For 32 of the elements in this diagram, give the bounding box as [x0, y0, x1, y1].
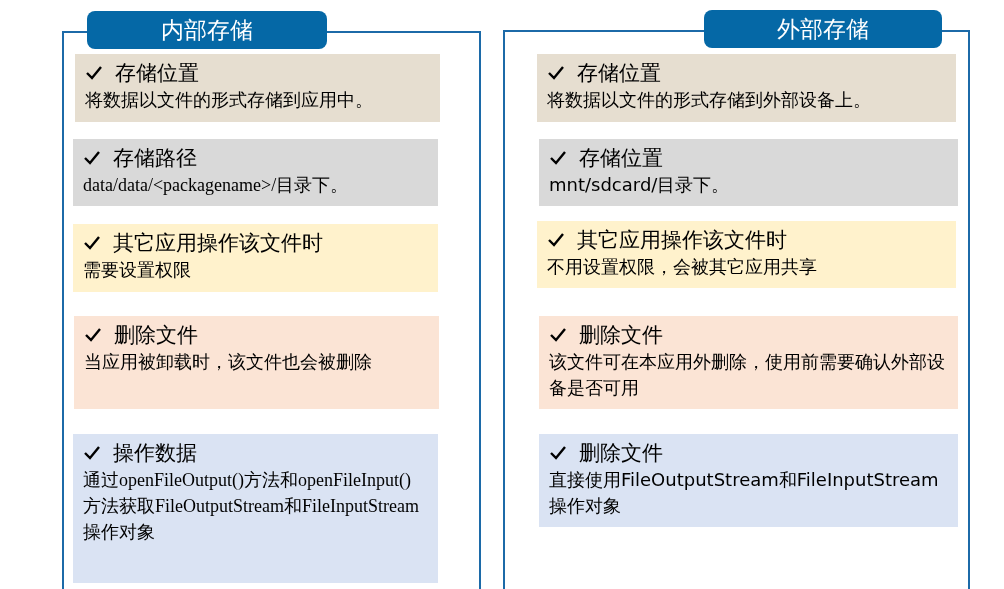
info-card	[73, 224, 438, 292]
card-heading: 其它应用操作该文件时	[113, 230, 323, 257]
card-text: 将数据以文件的形式存储到外部设备上。	[547, 88, 872, 112]
info-card	[537, 54, 956, 122]
card-text: 直接使用FileOutputStream和FileInputStream操作对象	[549, 468, 940, 518]
info-card	[75, 54, 440, 122]
card-text: 不用设置权限，会被其它应用共享	[547, 255, 818, 279]
card-heading: 存储位置	[577, 60, 661, 87]
card-heading: 删除文件	[579, 322, 663, 349]
card-text: mnt/sdcard/目录下。	[549, 173, 731, 197]
card-heading: 存储位置	[115, 60, 199, 87]
card-heading: 其它应用操作该文件时	[577, 227, 787, 254]
card-text: data/data/<packagename>/目录下。	[83, 174, 350, 197]
card-heading: 操作数据	[113, 440, 197, 467]
panel-heading: 外部存储	[704, 10, 942, 48]
card-text: 将数据以文件的形式存储到应用中。	[85, 89, 374, 112]
card-text: 当应用被卸载时，该文件也会被删除	[84, 351, 373, 374]
card-heading: 删除文件	[579, 440, 663, 467]
info-card	[539, 434, 958, 527]
card-text: 该文件可在本应用外删除，使用前需要确认外部设备是否可用	[549, 350, 946, 400]
info-card	[539, 316, 958, 409]
card-heading: 存储位置	[579, 145, 663, 172]
panel-heading: 内部存储	[87, 11, 327, 49]
info-card	[537, 221, 956, 288]
card-text: 需要设置权限	[83, 259, 192, 282]
card-heading: 删除文件	[114, 322, 198, 349]
card-heading: 存储路径	[113, 145, 197, 172]
info-card	[74, 316, 439, 409]
info-card	[73, 434, 438, 583]
info-card	[539, 139, 958, 206]
info-card	[73, 139, 438, 206]
card-text: 通过openFileOutput()方法和openFileInput()方法获取FileOutputStream和FileInputStream操作对象	[83, 469, 420, 544]
